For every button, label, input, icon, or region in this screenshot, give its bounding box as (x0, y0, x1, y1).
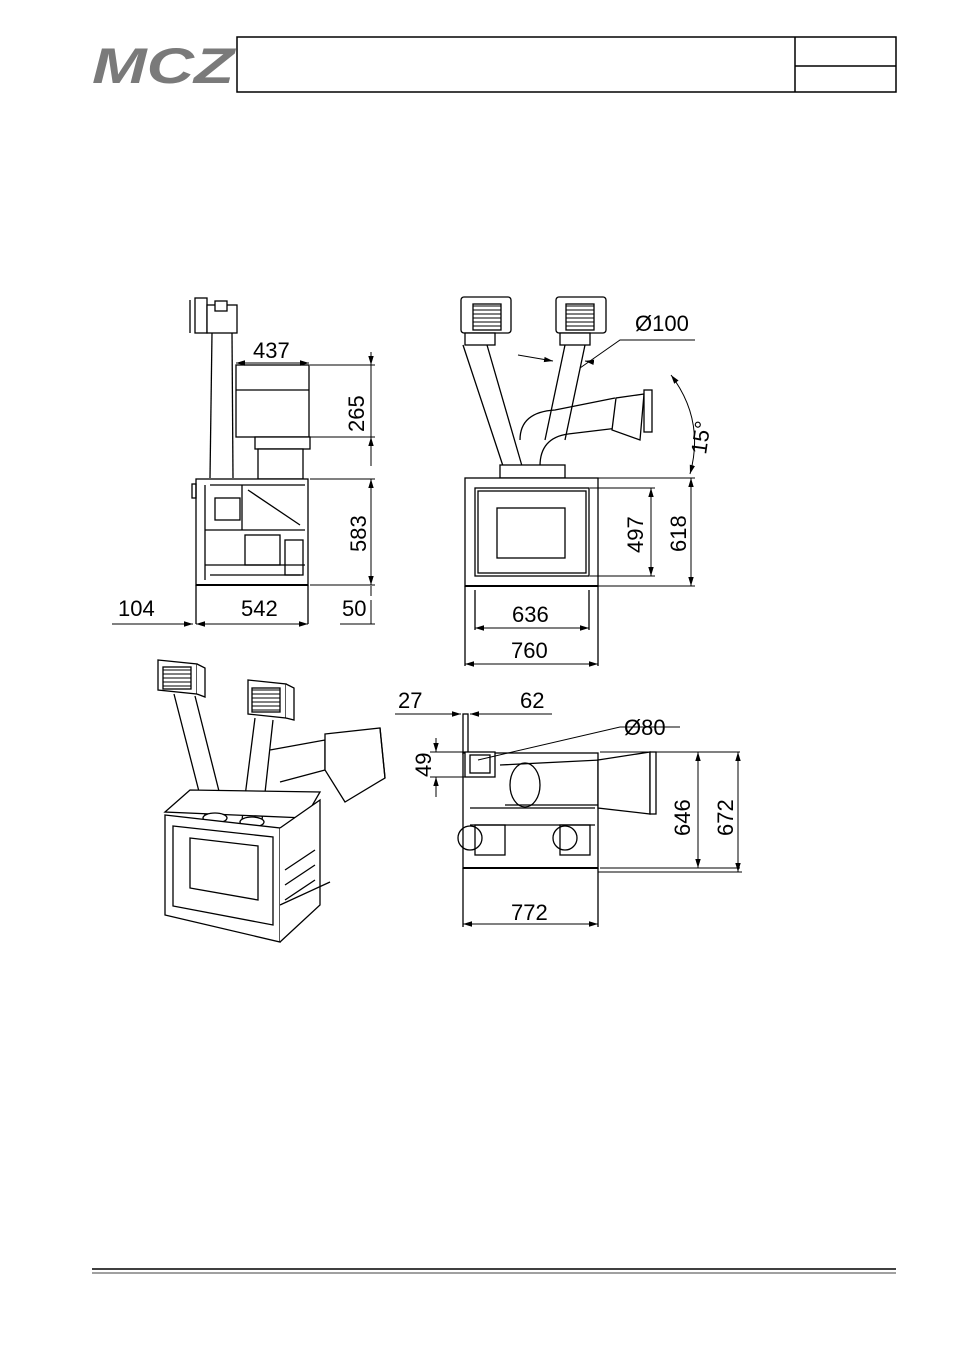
side-view-dims (112, 352, 375, 627)
dim-760: 760 (511, 638, 548, 663)
side-view (189, 297, 311, 624)
header: MCZ (92, 36, 897, 94)
dim-497: 497 (623, 516, 648, 553)
dim-646: 646 (670, 799, 695, 836)
dim-d80: Ø80 (624, 715, 666, 740)
front-view (460, 296, 653, 666)
dim-62: 62 (520, 688, 544, 713)
dim-583: 583 (346, 515, 371, 552)
logo-text: MCZ (92, 38, 237, 94)
dim-104: 104 (118, 596, 155, 621)
dim-49: 49 (411, 753, 436, 777)
front-view-dims (465, 339, 696, 667)
dim-618: 618 (666, 515, 691, 552)
dim-27: 27 (398, 688, 422, 713)
top-view (457, 713, 657, 927)
dim-15deg: 15° (686, 419, 715, 455)
title-block (236, 36, 897, 93)
mcz-logo: MCZ (92, 38, 237, 94)
isometric-view (157, 659, 386, 943)
dim-542: 542 (241, 596, 278, 621)
footer (92, 1268, 896, 1274)
dim-d100: Ø100 (635, 311, 689, 336)
side-view-labels: 437 265 583 50 104 542 (118, 338, 371, 621)
dim-772: 772 (511, 900, 548, 925)
dim-437: 437 (253, 338, 290, 363)
front-view-labels: Ø100 15° 497 618 636 760 (511, 311, 716, 663)
dim-265: 265 (344, 395, 369, 432)
dim-50: 50 (342, 596, 366, 621)
dim-672: 672 (713, 799, 738, 836)
top-view-dims (395, 711, 742, 927)
dim-636: 636 (512, 602, 549, 627)
top-view-labels: 27 62 Ø80 49 646 672 772 (398, 688, 738, 925)
